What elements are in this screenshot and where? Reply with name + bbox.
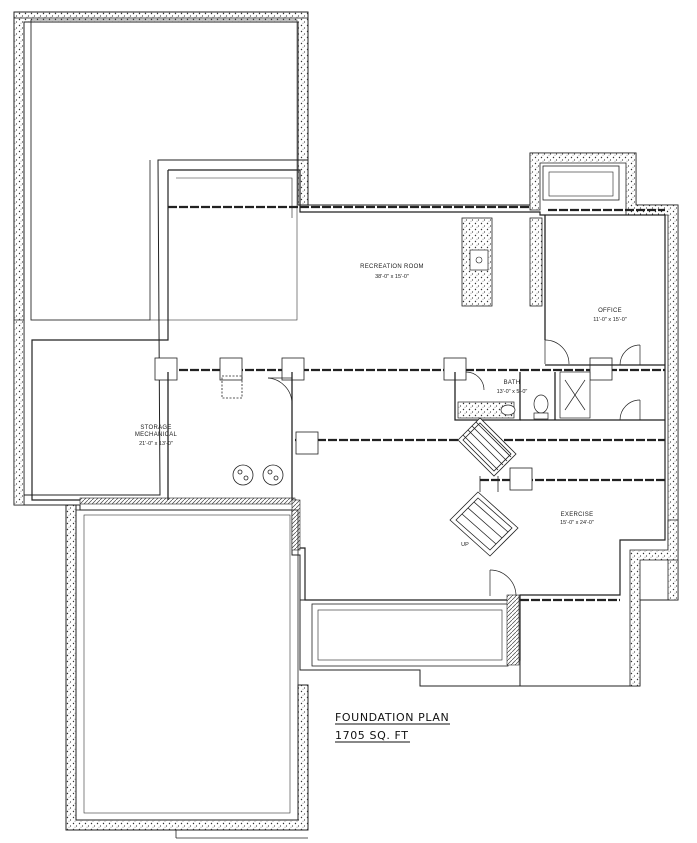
room-name-office: OFFICE	[598, 308, 622, 314]
room-dims-recreation: 38'-0" x 15'-0"	[375, 274, 409, 280]
bath-fixtures	[457, 371, 591, 420]
wet-bar	[461, 217, 543, 307]
plan-title: FOUNDATION PLAN	[335, 711, 450, 724]
stair-up-label: UP	[461, 542, 469, 548]
garage-lower-foundation	[65, 504, 309, 839]
title-underlines	[335, 723, 450, 743]
room-dims-bath: 13'-0" x 5'-0"	[496, 389, 528, 395]
room-name-exercise: EXERCISE	[560, 512, 594, 518]
room-dims-exercise: 15'-0" x 24'-0"	[560, 520, 594, 526]
plan-area: 1705 SQ. FT	[335, 729, 409, 742]
door-swings	[267, 339, 641, 597]
beam-lines	[168, 205, 665, 602]
room-dims-storage: 21'-0" x 13'-0"	[139, 441, 173, 447]
room-name-mechanical: MECHANICAL	[134, 432, 178, 438]
room-dims-office: 11'-0" x 15'-0"	[593, 317, 627, 323]
room-name-storage: STORAGE	[140, 425, 172, 431]
stairs	[449, 417, 519, 557]
mechanical-equipment	[221, 375, 284, 486]
interior-walls	[167, 215, 665, 500]
pier-pads	[154, 357, 613, 491]
basement-outer-wall	[13, 152, 679, 687]
room-name-bath: BATH	[503, 380, 521, 386]
room-name-recreation: RECREATION ROOM	[360, 264, 424, 270]
